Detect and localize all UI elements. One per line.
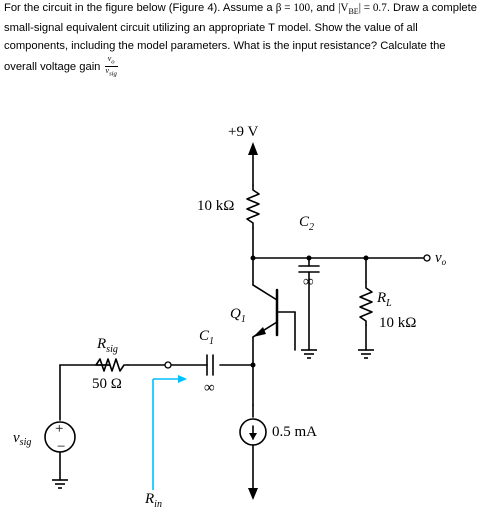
rin-label: Rin xyxy=(144,491,162,510)
c2-value: ∞ xyxy=(303,274,314,290)
vbe-expression: |VBE| = 0.7 xyxy=(338,2,387,17)
rin-arrow xyxy=(152,378,184,490)
beta-expression: β = 100 xyxy=(275,2,311,14)
ground-icon-vsig xyxy=(52,479,68,489)
c2-label: C2 xyxy=(299,214,314,233)
ground-icon-rl xyxy=(358,349,374,359)
vo-label: vo xyxy=(435,250,447,267)
q1-label: Q1 xyxy=(230,306,246,325)
rsig-value: 50 Ω xyxy=(92,376,122,392)
problem-text-1: For the circuit in the figure below (Fig… xyxy=(4,2,276,14)
vsig-minus-sign: − xyxy=(57,439,65,455)
output-terminal xyxy=(423,254,431,262)
vsig-plus-sign: + xyxy=(55,421,63,437)
input-terminal xyxy=(164,361,172,369)
current-source-label: 0.5 mA xyxy=(272,424,317,440)
vsig-label: vsig xyxy=(13,430,31,448)
rc-resistor xyxy=(246,184,260,229)
rl-label: RL xyxy=(376,290,392,309)
rsig-label: Rsig xyxy=(96,336,118,355)
supply-arrow-icon xyxy=(248,142,258,155)
supply-label: +9 V xyxy=(228,124,258,140)
rc-label: 10 kΩ xyxy=(197,198,234,214)
rl-value: 10 kΩ xyxy=(379,315,416,331)
rl-resistor xyxy=(359,281,373,326)
ground-icon-c2 xyxy=(301,349,317,359)
q1-emitter-arrow xyxy=(253,327,266,337)
negative-supply-arrow-icon xyxy=(248,488,258,500)
problem-statement: For the circuit in the figure below (Fig… xyxy=(4,0,480,79)
c1-label: C1 xyxy=(199,328,214,347)
problem-text-3: . Draw a complete small-signal equivalen… xyxy=(4,2,477,73)
problem-text-2: , and xyxy=(310,2,339,14)
c1-value: ∞ xyxy=(204,380,215,396)
